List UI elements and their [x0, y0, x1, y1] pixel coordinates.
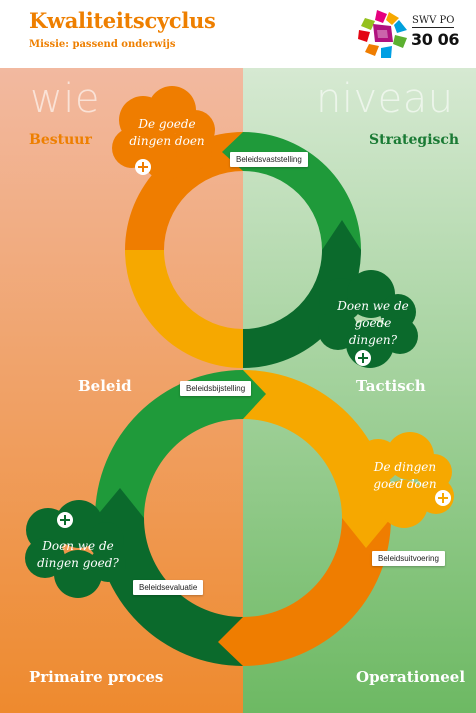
- label-beleid: Beleid: [78, 377, 132, 395]
- cloud-text-goede-dingen-doen: De goede dingen doen: [129, 117, 205, 148]
- cloud-text-dingen-goed-doen: De dingen goed doen: [373, 460, 437, 491]
- top-ring-segment-lower-left: [125, 250, 243, 368]
- bottom-ring-arrow-bottom: [218, 617, 243, 666]
- tag-beleidsevaluatie: Beleidsevaluatie: [133, 580, 204, 595]
- top-ring-arrow-left: [125, 250, 164, 280]
- top-ring-arrow-right: [322, 220, 361, 250]
- plus-icon[interactable]: [435, 490, 451, 506]
- logo-text-top: SWV PO: [412, 15, 455, 28]
- quality-cycle-diagram: wie niveau Bestuur Strategisch Beleid Ta…: [0, 68, 476, 713]
- bottom-ring-arrow-right: [342, 518, 391, 548]
- heading-wie: wie: [30, 76, 100, 122]
- plus-icon[interactable]: [135, 159, 151, 175]
- cloud-doen-we-goede-dingen: [318, 270, 418, 368]
- label-primaire-proces: Primaire proces: [29, 668, 164, 686]
- label-strategisch: Strategisch: [369, 132, 460, 148]
- logo-text-number: 30 06: [411, 30, 460, 49]
- tag-beleidsuitvoering: Beleidsuitvoering: [372, 551, 445, 566]
- plus-icon[interactable]: [57, 512, 73, 528]
- header: Kwaliteitscyclus Missie: passend onderwi…: [0, 0, 476, 68]
- heading-niveau: niveau: [316, 76, 454, 122]
- plus-icon[interactable]: [355, 350, 371, 366]
- cloud-doen-we-dingen-goed: [25, 500, 126, 598]
- bottom-ring-arrow-left: [95, 488, 144, 518]
- tag-beleidsvaststelling: Beleidsvaststelling: [230, 152, 308, 167]
- cloud-text-doen-we-dingen-goed: Doen we de dingen goed?: [37, 539, 119, 570]
- label-tactisch: Tactisch: [356, 377, 426, 395]
- label-bestuur: Bestuur: [29, 132, 92, 148]
- bottom-ring-segment-upper-left: [95, 370, 243, 518]
- label-operationeel: Operationeel: [356, 668, 466, 686]
- page-title: Kwaliteitscyclus: [29, 8, 216, 33]
- tag-beleidsbijstelling: Beleidsbijstelling: [180, 381, 252, 396]
- page-subtitle: Missie: passend onderwijs: [29, 39, 176, 50]
- top-ring-segment-lower-right: [243, 250, 361, 368]
- cloud-dingen-goed-doen: [352, 432, 454, 528]
- swv-logo-icon: [358, 10, 407, 58]
- top-ring-segment-upper-left: [125, 132, 243, 250]
- cloud-text-doen-we-goede-dingen: Doen we de goede dingen?: [337, 299, 409, 347]
- cloud-goede-dingen-doen: [112, 86, 215, 180]
- bottom-ring-segment-lower-right: [243, 518, 391, 666]
